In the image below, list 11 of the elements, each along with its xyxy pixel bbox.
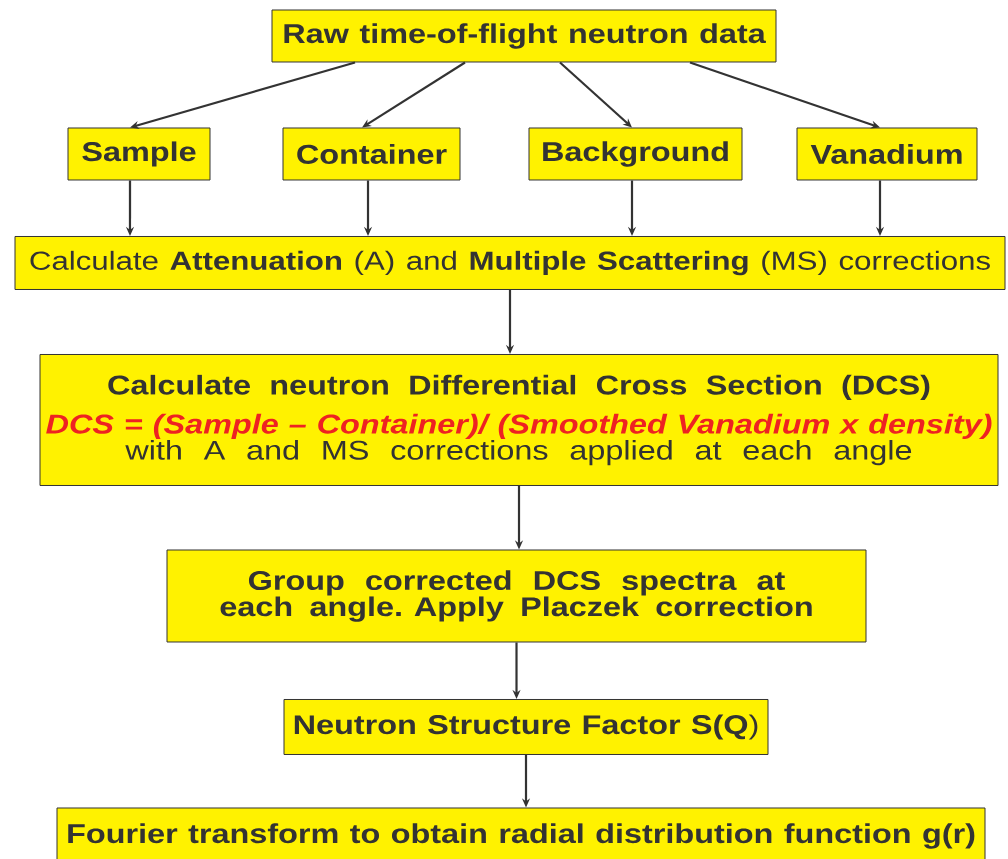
process-box: Sample <box>67 127 211 181</box>
arrow <box>362 61 466 128</box>
process-box: Background <box>528 127 743 181</box>
process-box: Vanadium <box>796 127 978 181</box>
process-box: Raw time-of-flight neutron data <box>271 9 777 63</box>
process-box: Container <box>282 127 461 181</box>
process-box: Calculate Attenuation (A) and Multiple Scattering (MS) corrections <box>14 236 1006 290</box>
process-box: Calculate neutron Differential Cross Section (DCS) DCS = (Sample – Container)/ (Smoothed Vanadium x density) with A and MS corrections applied at each angle <box>39 354 999 486</box>
process-box: Fourier transform to obtain radial distribution function g(r) <box>56 807 986 859</box>
process-box: Group corrected DCS spectra at each angle. Apply Placzek correction <box>166 549 867 643</box>
process-box: Neutron Structure Factor S(Q) <box>283 699 769 755</box>
